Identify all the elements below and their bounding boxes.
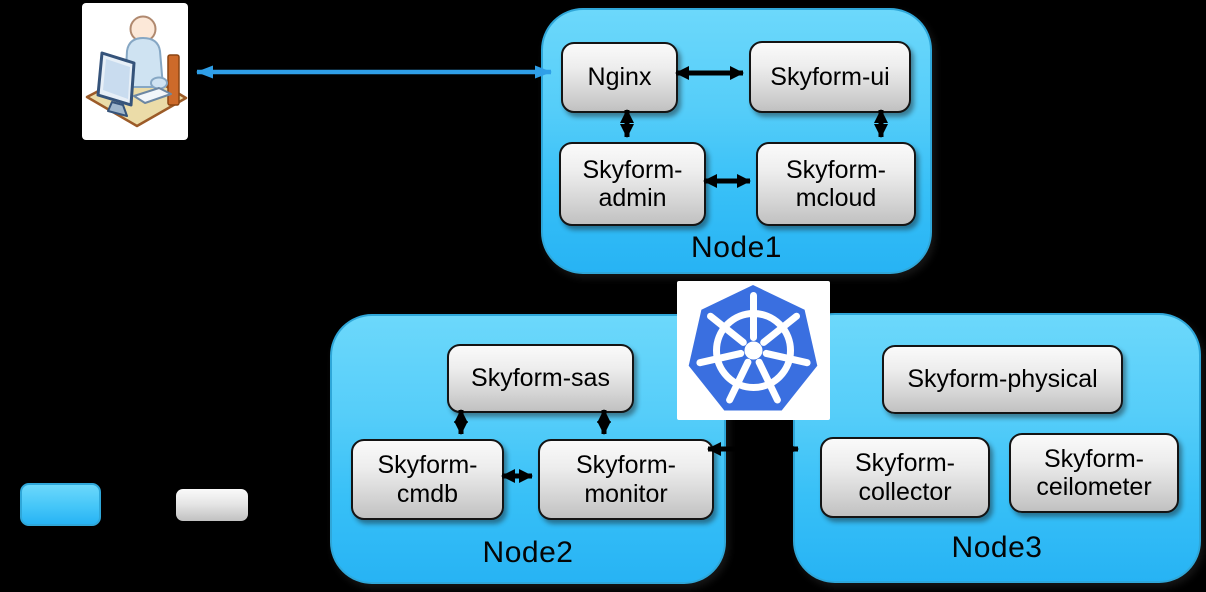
service-skyform-monitor: Skyform- monitor [538,439,714,520]
service-skyform-collector: Skyform- collector [820,437,990,518]
service-label: collector [858,477,952,506]
node3-container: Skyform-physical Skyform- collector Skyf… [793,313,1201,583]
node1-label: Node1 [691,231,782,264]
service-label: mcloud [795,184,877,212]
service-skyform-mcloud: Skyform- mcloud [756,142,916,226]
service-label: Skyform- [377,451,478,479]
user-at-computer-graphic [85,15,188,128]
service-label: monitor [584,479,668,508]
service-label: Skyform- [1044,444,1144,473]
service-label: Skyform- [582,155,683,184]
service-skyform-admin: Skyform- admin [559,142,706,226]
node1-container: Nginx Skyform-ui Skyform- admin Skyform-… [541,8,932,274]
kubernetes-helm-graphic [688,285,818,411]
service-skyform-physical: Skyform-physical [882,345,1123,414]
service-label: admin [598,184,667,212]
node3-label: Node3 [951,531,1043,564]
node2-container: Skyform-sas Skyform- cmdb Skyform- monit… [330,314,726,584]
service-label: Skyform-physical [907,365,1098,394]
service-label: Skyform- [855,449,955,477]
service-label: Skyform- [576,451,676,479]
node2-label: Node2 [482,536,574,569]
legend-service-swatch [176,489,248,521]
service-skyform-ceilometer: Skyform- ceilometer [1009,433,1179,513]
service-skyform-sas: Skyform-sas [447,344,634,413]
user-at-computer-icon [82,3,188,140]
service-label: Skyform-sas [471,364,610,393]
service-label: Nginx [587,63,652,92]
service-skyform-cmdb: Skyform- cmdb [351,439,504,520]
service-label: Skyform- [786,155,886,184]
service-nginx: Nginx [561,42,678,113]
service-label: ceilometer [1036,473,1152,501]
legend-node-swatch [20,483,101,526]
kubernetes-logo [677,281,830,420]
service-label: Skyform-ui [770,62,890,91]
service-label: cmdb [396,479,459,508]
service-skyform-ui: Skyform-ui [749,41,911,113]
